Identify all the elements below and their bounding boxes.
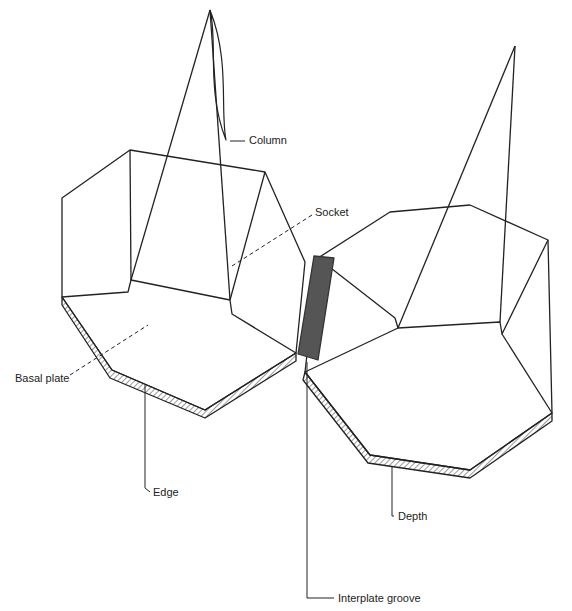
basal-plate-label: Basal plate xyxy=(14,372,70,385)
groove-label: Interplate groove xyxy=(337,592,422,605)
depth-label: Depth xyxy=(397,510,428,523)
edge-label: Edge xyxy=(152,486,180,499)
column-label: Column xyxy=(248,134,288,147)
edge-hatch xyxy=(62,297,296,418)
basal-plate xyxy=(62,150,305,410)
interplate-groove xyxy=(298,256,334,360)
depth-hatch xyxy=(303,372,552,478)
socket-label: Socket xyxy=(314,206,350,219)
